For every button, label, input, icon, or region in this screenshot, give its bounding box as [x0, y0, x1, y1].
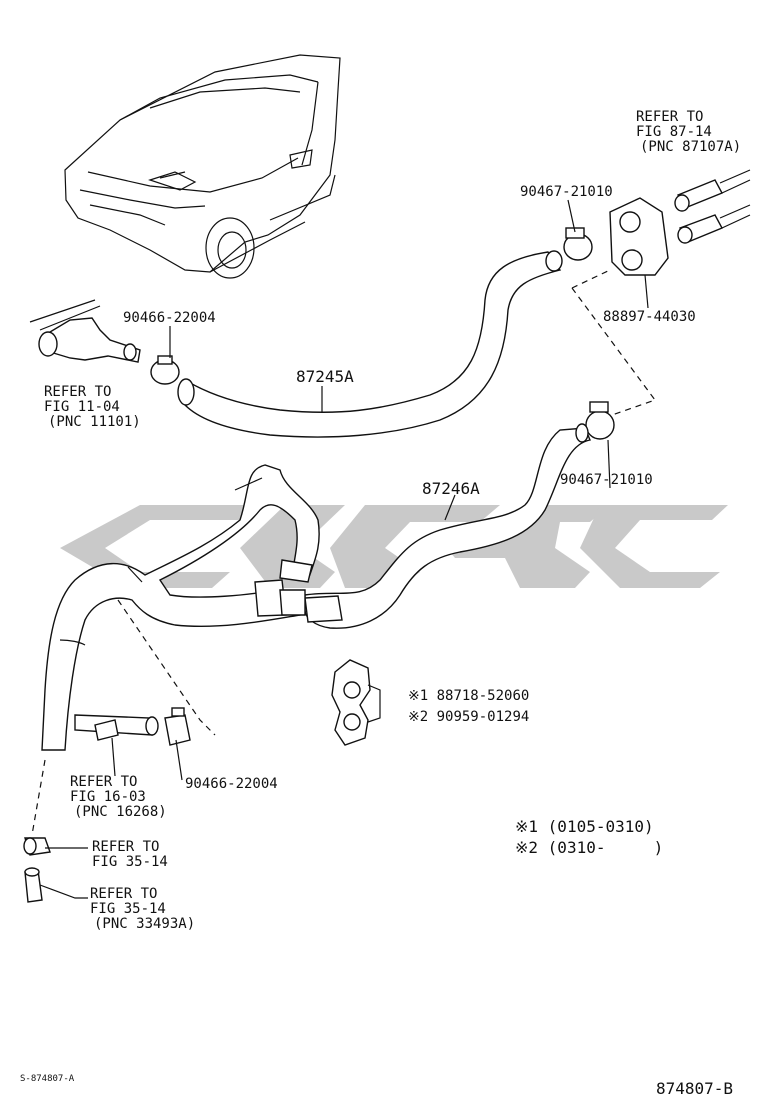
- svg-text:REFER TO: REFER TO: [44, 384, 111, 400]
- svg-text:FIG 11-04: FIG 11-04: [44, 399, 120, 415]
- hose-87246a: [304, 423, 591, 629]
- svg-text:REFER TO: REFER TO: [70, 774, 137, 790]
- svg-text:(PNC 87107A): (PNC 87107A): [640, 139, 741, 155]
- svg-text:FIG 35-14: FIG 35-14: [90, 901, 166, 917]
- fitting-lower: [74, 707, 191, 746]
- label-clip-2: ※2 90959-01294: [408, 709, 529, 725]
- car-illustration: [64, 54, 341, 279]
- ref-fig-87-14: REFER TO FIG 87-14 (PNC 87107A): [636, 109, 741, 155]
- label-90467-top: 90467-21010: [520, 184, 613, 200]
- label-88897: 88897-44030: [603, 309, 696, 325]
- svg-text:FIG 87-14: FIG 87-14: [636, 124, 712, 140]
- svg-text:(PNC 11101): (PNC 11101): [48, 414, 141, 430]
- ref-fig-16-03: REFER TO FIG 16-03 (PNC 16268): [70, 774, 167, 820]
- hose-87245a: [177, 250, 563, 438]
- cooler-assembly: [563, 169, 751, 276]
- hose-left-assembly: [41, 464, 320, 751]
- code-small: S-874807-A: [20, 1074, 75, 1084]
- label-87245a: 87245A: [296, 367, 354, 386]
- label-87246a: 87246A: [422, 479, 480, 498]
- fitting-bottom-left: [23, 837, 51, 903]
- clamp-right: [585, 401, 615, 440]
- dashed-guides: [31, 269, 656, 836]
- svg-text:(PNC 33493A): (PNC 33493A): [94, 916, 195, 932]
- note-1: ※1 (0105-0310): [515, 817, 654, 836]
- ref-fig-35-14-a: REFER TO FIG 35-14: [92, 839, 168, 870]
- code-large: 874807-B: [656, 1079, 733, 1098]
- label-clip-1: ※1 88718-52060: [408, 688, 529, 704]
- leader-lines: [39, 199, 649, 899]
- note-2: ※2 (0310- ): [515, 838, 663, 857]
- connector-top-left: [29, 299, 180, 385]
- label-90467-right: 90467-21010: [560, 472, 653, 488]
- svg-text:(PNC 16268): (PNC 16268): [74, 804, 167, 820]
- svg-text:FIG 16-03: FIG 16-03: [70, 789, 146, 805]
- svg-text:REFER TO: REFER TO: [92, 839, 159, 855]
- svg-text:REFER TO: REFER TO: [636, 109, 703, 125]
- ref-fig-11-04: REFER TO FIG 11-04 (PNC 11101): [44, 384, 141, 430]
- ref-fig-35-14-b: REFER TO FIG 35-14 (PNC 33493A): [90, 886, 195, 932]
- label-90466-bottom: 90466-22004: [185, 776, 278, 792]
- svg-text:FIG 35-14: FIG 35-14: [92, 854, 168, 870]
- svg-text:REFER TO: REFER TO: [90, 886, 157, 902]
- label-90466-top: 90466-22004: [123, 310, 216, 326]
- clip-part: [331, 659, 381, 746]
